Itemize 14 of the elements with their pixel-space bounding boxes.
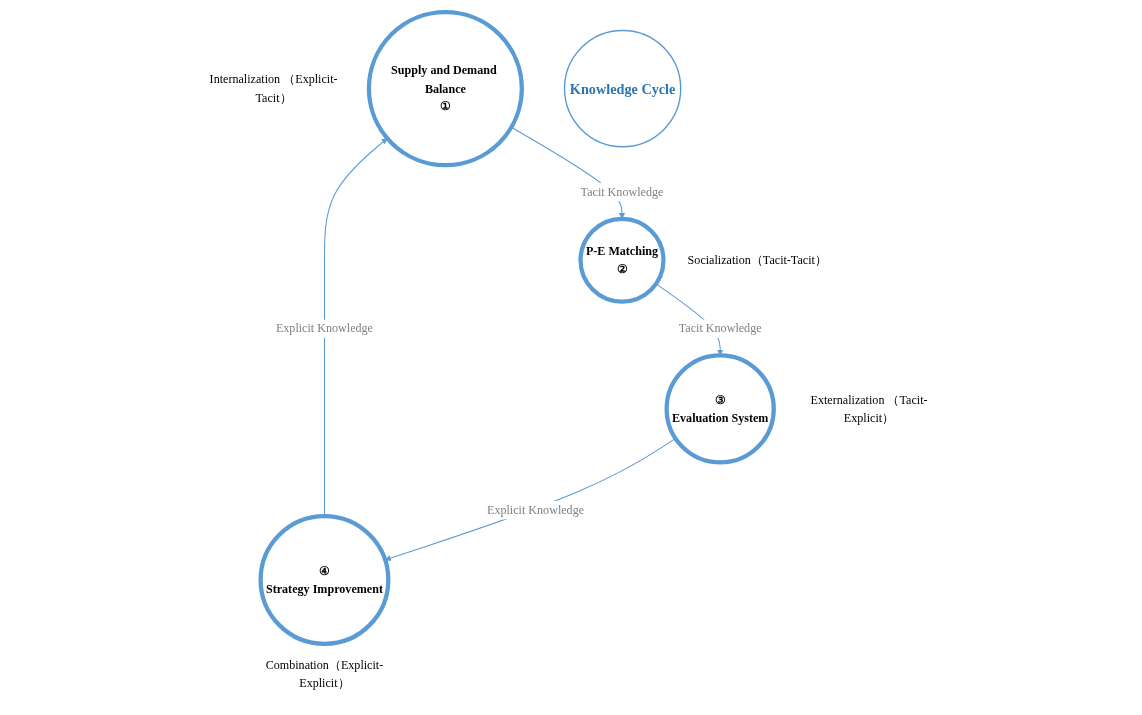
node-label: Externalization （Tacit-Explicit） <box>810 392 928 425</box>
node-label: Internalization （Explicit-Tacit） <box>209 72 338 105</box>
edge-label: Explicit Knowledge <box>275 321 373 336</box>
node-circle: ④ Strategy Improvement <box>258 514 391 646</box>
node-circle: ③ Evaluation System <box>664 353 776 465</box>
arrow <box>384 437 676 562</box>
node-circle: Supply and Demand Balance ① <box>366 9 524 168</box>
edge-label: Tacit Knowledge <box>580 184 664 199</box>
node-circle: Knowledge Cycle <box>563 29 682 148</box>
edge-label: Explicit Knowledge <box>486 503 584 517</box>
node-label: Socialization（Tacit-Tacit） <box>687 253 827 267</box>
node-label: Combination（Explicit-Explicit） <box>265 658 383 690</box>
node-circle: P-E Matching ② <box>578 216 666 304</box>
edge-label: Tacit Knowledge <box>678 321 762 336</box>
